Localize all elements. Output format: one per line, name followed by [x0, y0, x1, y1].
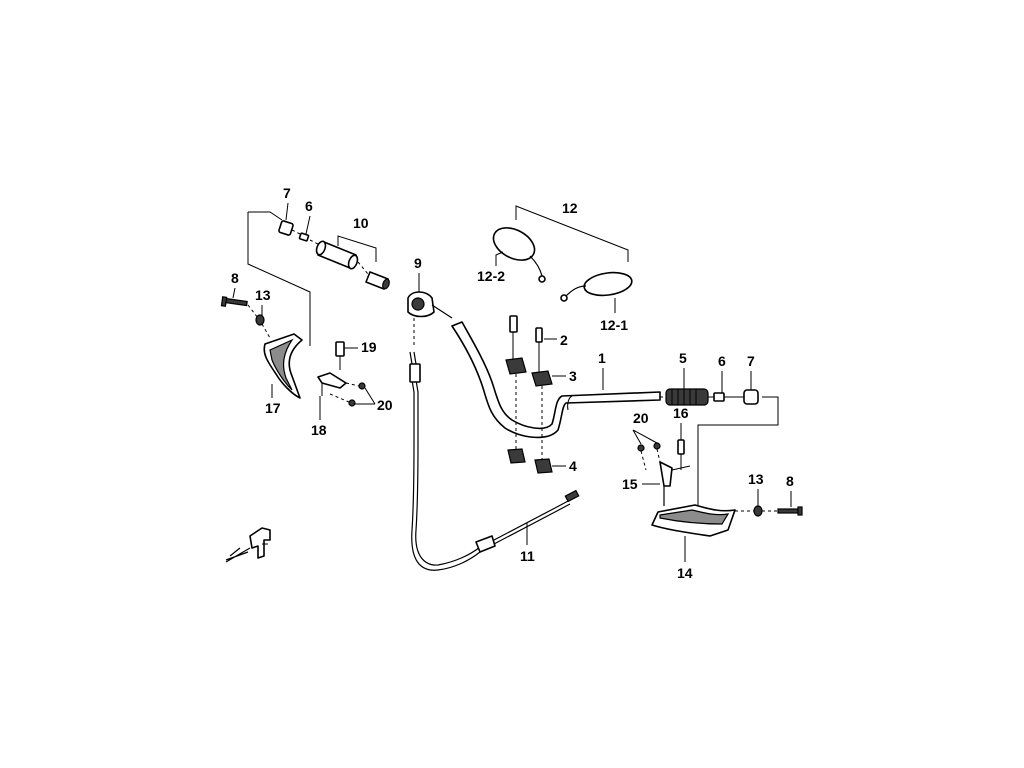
- upper-holder-left[interactable]: [505, 357, 527, 375]
- callout-8-right: 8: [786, 473, 794, 489]
- front-direction-arrow-icon: [225, 527, 271, 563]
- throttle-housing[interactable]: [407, 291, 453, 319]
- right-lever-nut[interactable]: [753, 505, 763, 517]
- left-lever-bolt[interactable]: [220, 296, 248, 307]
- left-bar-end-weight[interactable]: [278, 220, 294, 236]
- holder-bolt-right[interactable]: [535, 327, 543, 372]
- callout-7-left: 7: [283, 185, 291, 201]
- callout-13-left: 13: [255, 287, 271, 303]
- callout-labels: 1 2 3 4 5 6 7 6 7 8 8 9 10: [231, 185, 794, 581]
- callout-9: 9: [414, 255, 422, 271]
- callout-3: 3: [569, 368, 577, 384]
- upper-holder-right[interactable]: [531, 370, 553, 387]
- mirror-right[interactable]: [560, 270, 633, 302]
- callout-12-2: 12-2: [477, 268, 505, 284]
- callout-14: 14: [677, 565, 693, 581]
- callout-7-right: 7: [747, 353, 755, 369]
- right-lever-bolt[interactable]: [777, 506, 803, 516]
- callout-12: 12: [562, 200, 578, 216]
- right-grip-bushing[interactable]: [713, 392, 725, 402]
- callout-16: 16: [673, 405, 689, 421]
- callout-2: 2: [560, 332, 568, 348]
- right-grip[interactable]: [665, 388, 709, 406]
- left-lever-nut[interactable]: [255, 314, 265, 326]
- lower-holder-right[interactable]: [534, 458, 553, 474]
- left-switch-screws[interactable]: [329, 382, 366, 407]
- callout-8-left: 8: [231, 270, 239, 286]
- left-grip[interactable]: [315, 240, 359, 270]
- right-switch-screws[interactable]: [637, 442, 661, 471]
- right-bar-end-weight[interactable]: [743, 389, 759, 405]
- left-brake-switch[interactable]: [317, 372, 347, 396]
- callout-1: 1: [598, 350, 606, 366]
- callout-4: 4: [569, 458, 577, 474]
- left-brake-lever[interactable]: [263, 333, 303, 399]
- callout-19: 19: [361, 339, 377, 355]
- holder-bolt-left[interactable]: [509, 315, 518, 360]
- callout-17: 17: [265, 400, 281, 416]
- callout-6-right: 6: [718, 353, 726, 369]
- right-brake-switch[interactable]: [659, 461, 673, 506]
- callout-20-right: 20: [633, 410, 649, 426]
- left-switch-pin[interactable]: [335, 341, 345, 370]
- callout-12-1: 12-1: [600, 317, 628, 333]
- lower-holder-left[interactable]: [507, 448, 526, 464]
- callout-10: 10: [353, 215, 369, 231]
- callout-18: 18: [311, 422, 327, 438]
- mirror-left[interactable]: [488, 221, 546, 283]
- throttle-cable[interactable]: [409, 318, 580, 571]
- left-grip-inner-sleeve[interactable]: [365, 271, 391, 290]
- callout-11: 11: [520, 548, 535, 564]
- callout-15: 15: [622, 476, 638, 492]
- right-lever-pivot-bolt[interactable]: [677, 439, 685, 470]
- callout-20-left: 20: [377, 397, 393, 413]
- callout-5: 5: [679, 350, 687, 366]
- left-grip-bushing[interactable]: [298, 232, 310, 242]
- callout-6-left: 6: [305, 198, 313, 214]
- handlebar-pipe[interactable]: [451, 321, 661, 439]
- right-brake-lever[interactable]: [651, 504, 736, 537]
- callout-13-right: 13: [748, 471, 764, 487]
